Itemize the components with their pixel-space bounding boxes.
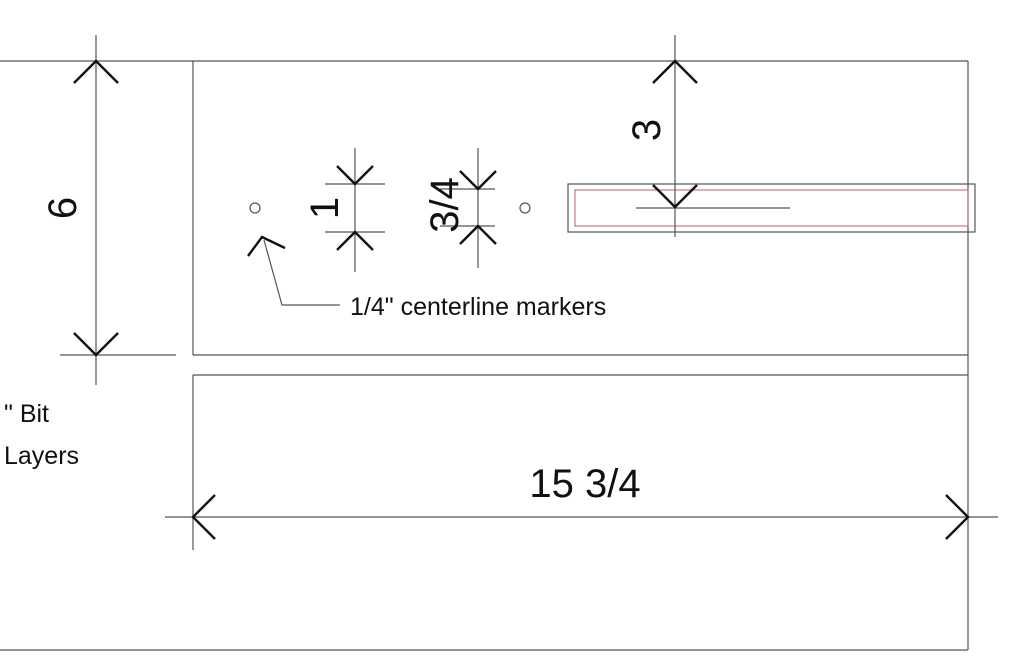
- dimension-slot-width: 3/4: [423, 148, 497, 268]
- dimension-slot-offset-label: 3: [625, 119, 669, 141]
- dimension-marker-spacing: 1: [303, 148, 385, 272]
- dimension-marker-spacing-label: 1: [303, 197, 347, 219]
- centerline-annotation: 1/4" centerline markers: [350, 293, 606, 321]
- dimension-height: 6: [41, 35, 176, 385]
- centerline-marker-right: [519, 202, 531, 214]
- centerline-marker-left: [249, 202, 261, 214]
- dimension-width: 15 3/4: [165, 462, 998, 540]
- dimension-width-label: 15 3/4: [529, 462, 640, 506]
- board-outline: [0, 60, 969, 651]
- slot: [567, 183, 976, 233]
- dimension-slot-width-label: 3/4: [423, 177, 467, 233]
- dimension-height-label: 6: [41, 197, 85, 219]
- left-note-line-2: Layers: [4, 442, 79, 470]
- left-note-line-1: " Bit: [4, 400, 49, 428]
- dimension-slot-offset: 3: [625, 35, 698, 237]
- centerline-leader: 1/4" centerline markers: [247, 235, 606, 321]
